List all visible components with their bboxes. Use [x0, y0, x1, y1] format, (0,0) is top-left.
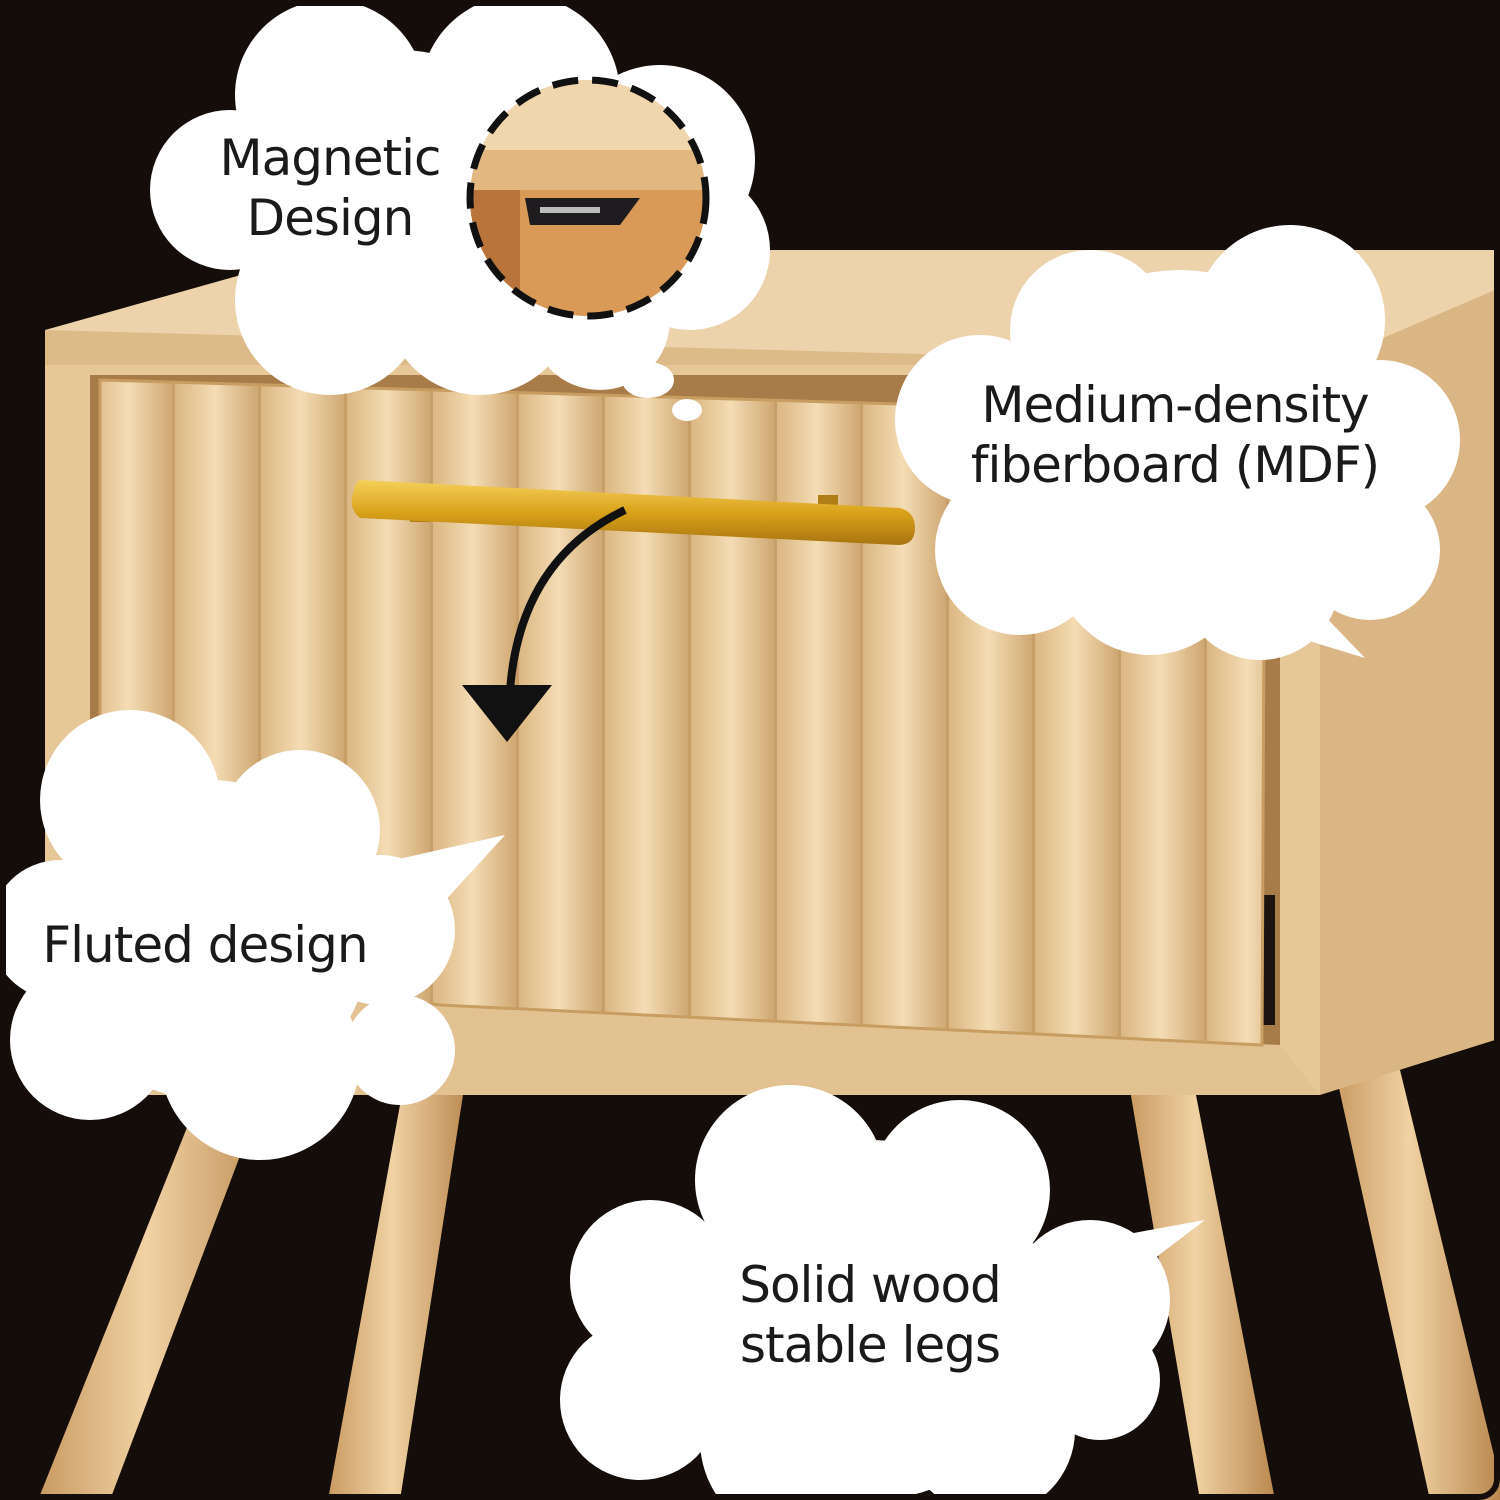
bubble-fluted [0, 710, 505, 1160]
callout-fluted-design: Fluted design [10, 915, 400, 975]
lens-outline [466, 76, 710, 320]
callout-line: Solid wood [739, 1256, 1002, 1314]
callout-line: Magnetic [219, 129, 442, 187]
bubble-mdf [895, 225, 1460, 660]
leg-front-right [1335, 1070, 1500, 1500]
callout-line: Fluted design [42, 916, 368, 974]
callout-solid-wood-legs: Solid wood stable legs [690, 1255, 1050, 1375]
callout-line: Medium-density [981, 376, 1369, 434]
bubble-legs [560, 1085, 1205, 1500]
pull-down-arrow-icon [462, 506, 627, 742]
leg-front-left [38, 1050, 280, 1500]
gold-handle [351, 480, 916, 545]
callout-magnetic-design: Magnetic Design [185, 128, 475, 248]
leg-back-left [328, 1050, 470, 1500]
wooden-legs [38, 1050, 1500, 1500]
leg-back-right [1130, 1090, 1275, 1500]
callout-line: stable legs [739, 1316, 1001, 1374]
callout-line: Design [246, 189, 415, 247]
callout-mdf: Medium-density fiberboard (MDF) [930, 375, 1420, 495]
callout-line: fiberboard (MDF) [970, 436, 1380, 494]
